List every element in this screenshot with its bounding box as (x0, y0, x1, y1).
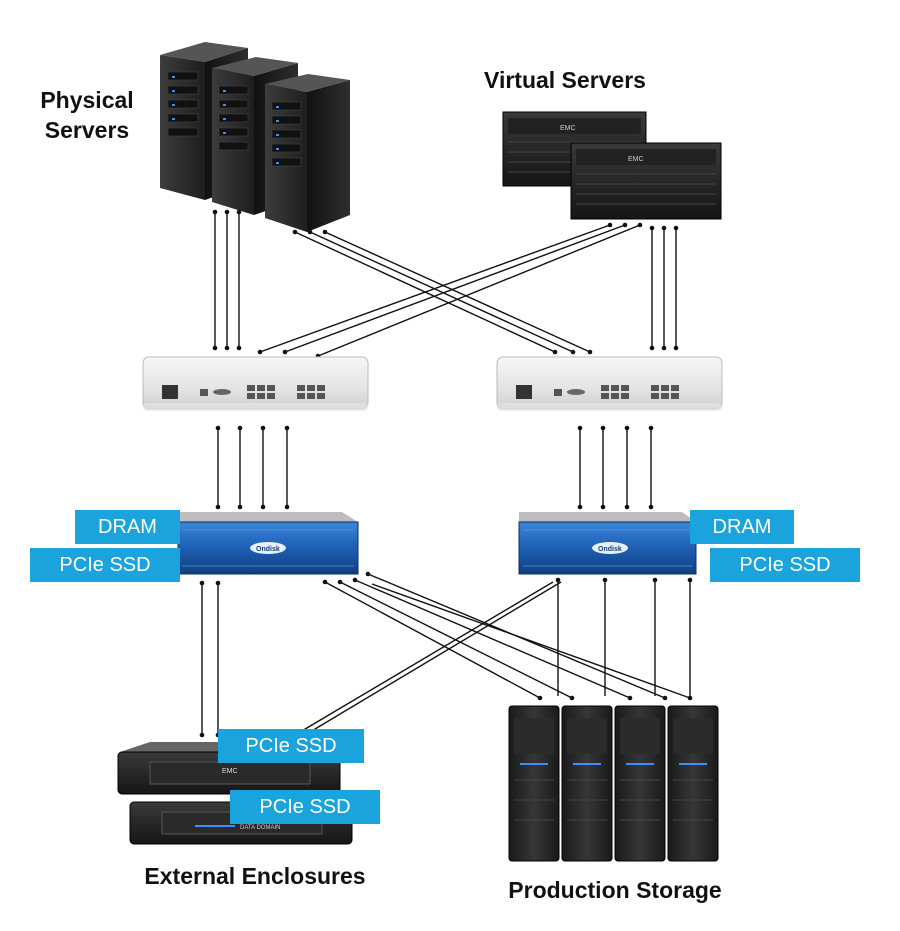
rack-server-icon: EMC (570, 142, 722, 220)
right-switch-icon (496, 356, 723, 411)
pcie-ssd-tag-enclosure-2: PCIe SSD (230, 790, 380, 824)
left-cache-appliance-icon: Ondisk (177, 512, 359, 575)
dram-tag-left: DRAM (75, 510, 180, 544)
virtual-servers-icon: EMC EMC (502, 111, 722, 220)
pcie-ssd-tag-right: PCIe SSD (710, 548, 860, 582)
enclosure-model-label: DATA DOMAIN (240, 825, 280, 831)
connection-lines (201, 212, 691, 739)
pcie-ssd-tag-left: PCIe SSD (30, 548, 180, 582)
virtual-servers-title: Virtual Servers (484, 67, 646, 93)
emc-logo: EMC (560, 125, 576, 132)
external-enclosures-title: External Enclosures (144, 863, 366, 889)
storage-cabinet-icon (561, 705, 613, 862)
emc-logo: EMC (628, 156, 644, 163)
emc-logo: EMC (222, 768, 238, 775)
appliance-logo: Ondisk (256, 546, 280, 553)
storage-cabinet-icon (667, 705, 719, 862)
left-switch-icon (142, 356, 369, 411)
production-storage-title: Production Storage (508, 877, 722, 903)
storage-cabinet-icon (614, 705, 666, 862)
dram-tag-right: DRAM (690, 510, 794, 544)
tower-server-icon (265, 74, 350, 232)
right-cache-appliance-icon: Ondisk (518, 512, 697, 575)
appliance-logo: Ondisk (598, 546, 622, 553)
pcie-ssd-tag-enclosure-1: PCIe SSD (218, 729, 364, 763)
connection-dots (199, 209, 693, 741)
storage-cabinet-icon (508, 705, 560, 862)
production-storage-icon (508, 705, 719, 862)
physical-servers-icon (160, 42, 350, 232)
physical-servers-title: Physical Servers (40, 87, 134, 143)
